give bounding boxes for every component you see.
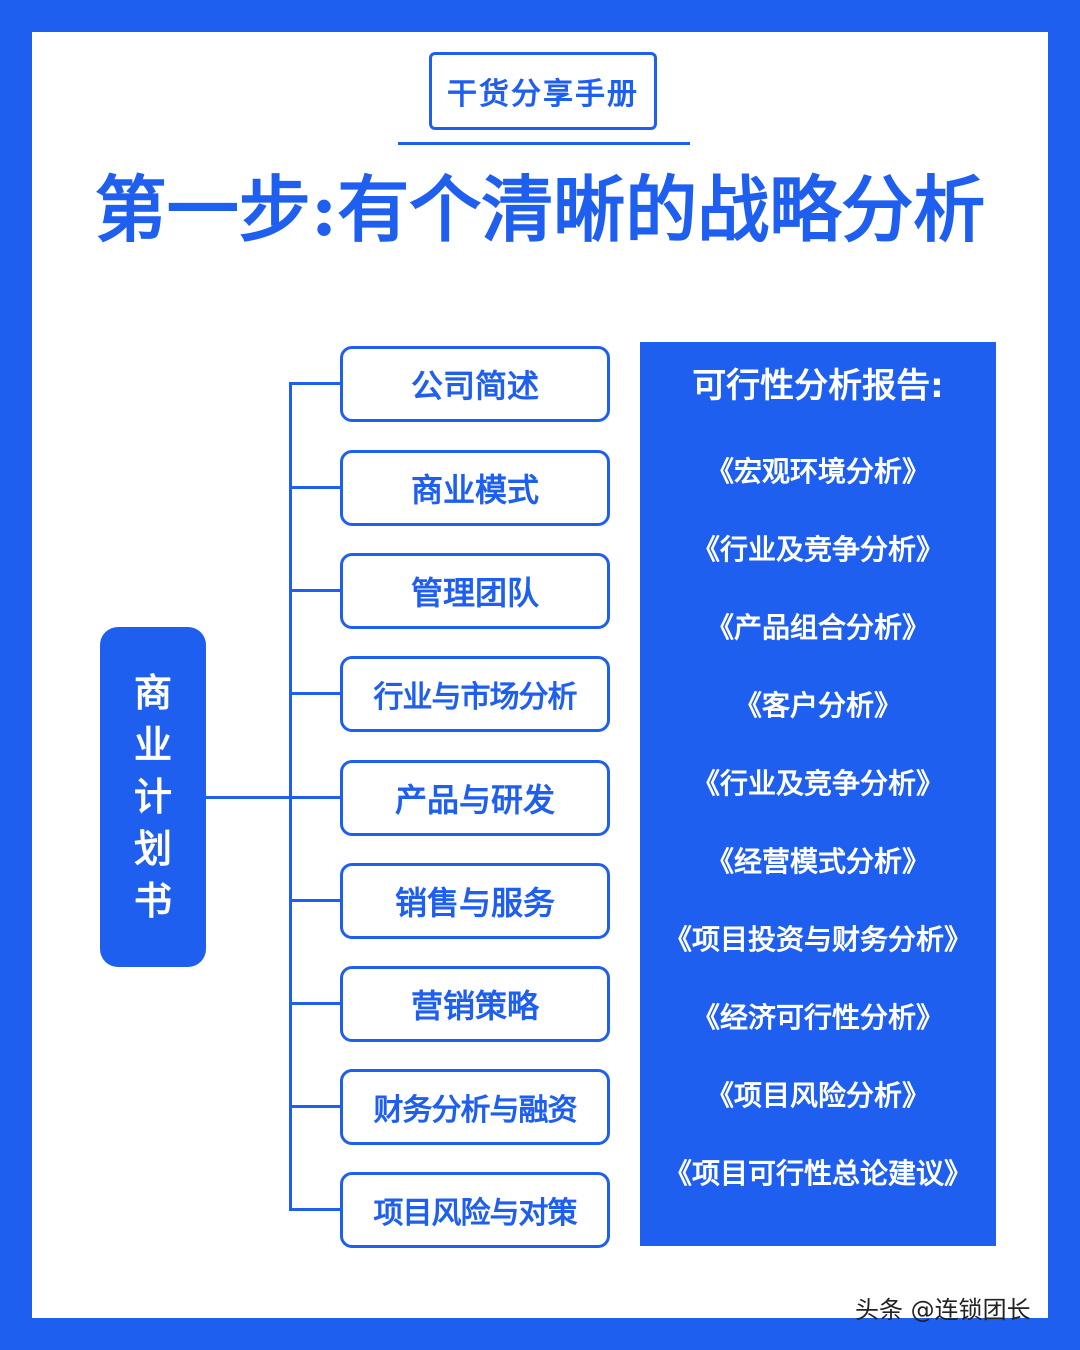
watermark: 头条 @连锁团长 [855, 1296, 1031, 1324]
branch-item-management-team: 管理团队 [340, 553, 610, 629]
root-node-char: 划 [133, 827, 172, 871]
report-item: 《经济可行性分析》 [691, 1001, 944, 1034]
branch-connector [289, 899, 340, 902]
branch-item-marketing: 营销策略 [340, 966, 610, 1042]
branch-connector [289, 486, 340, 489]
root-node-char: 商 [133, 671, 172, 715]
branch-item-finance: 财务分析与融资 [340, 1069, 610, 1145]
report-item: 《行业及竞争分析》 [691, 533, 944, 566]
branch-connector [289, 382, 340, 385]
branch-connector [289, 796, 340, 799]
branch-item-industry-market: 行业与市场分析 [340, 656, 610, 732]
report-item: 《项目可行性总论建议》 [663, 1157, 972, 1190]
branch-connector [289, 1208, 340, 1211]
root-connector [206, 796, 290, 799]
branch-item-business-model: 商业模式 [340, 450, 610, 526]
header-tag: 干货分享手册 [429, 52, 657, 130]
report-item: 《行业及竞争分析》 [691, 767, 944, 800]
branch-connector [289, 589, 340, 592]
root-node-char: 计 [133, 775, 172, 819]
report-title: 可行性分析报告: [692, 366, 944, 406]
header-tag-underline [398, 142, 690, 145]
report-item: 《经营模式分析》 [705, 845, 930, 878]
branch-item-risk: 项目风险与对策 [340, 1172, 610, 1248]
branch-item-sales-service: 销售与服务 [340, 863, 610, 939]
branch-connector [289, 692, 340, 695]
report-item: 《客户分析》 [733, 689, 902, 722]
root-node: 商 业 计 划 书 [100, 627, 206, 967]
report-item: 《产品组合分析》 [705, 611, 930, 644]
branch-item-company-overview: 公司简述 [340, 346, 610, 422]
root-node-char: 业 [133, 723, 172, 767]
branch-item-product-rnd: 产品与研发 [340, 760, 610, 836]
branch-connector [289, 1002, 340, 1005]
report-item: 《项目投资与财务分析》 [663, 923, 972, 956]
branch-connector [289, 1105, 340, 1108]
root-node-char: 书 [133, 879, 172, 923]
report-panel: 可行性分析报告: 《宏观环境分析》 《行业及竞争分析》 《产品组合分析》 《客户… [640, 342, 996, 1246]
report-item: 《宏观环境分析》 [705, 455, 930, 488]
report-item: 《项目风险分析》 [705, 1079, 930, 1112]
page-title: 第一步:有个清晰的战略分析 [94, 167, 986, 252]
